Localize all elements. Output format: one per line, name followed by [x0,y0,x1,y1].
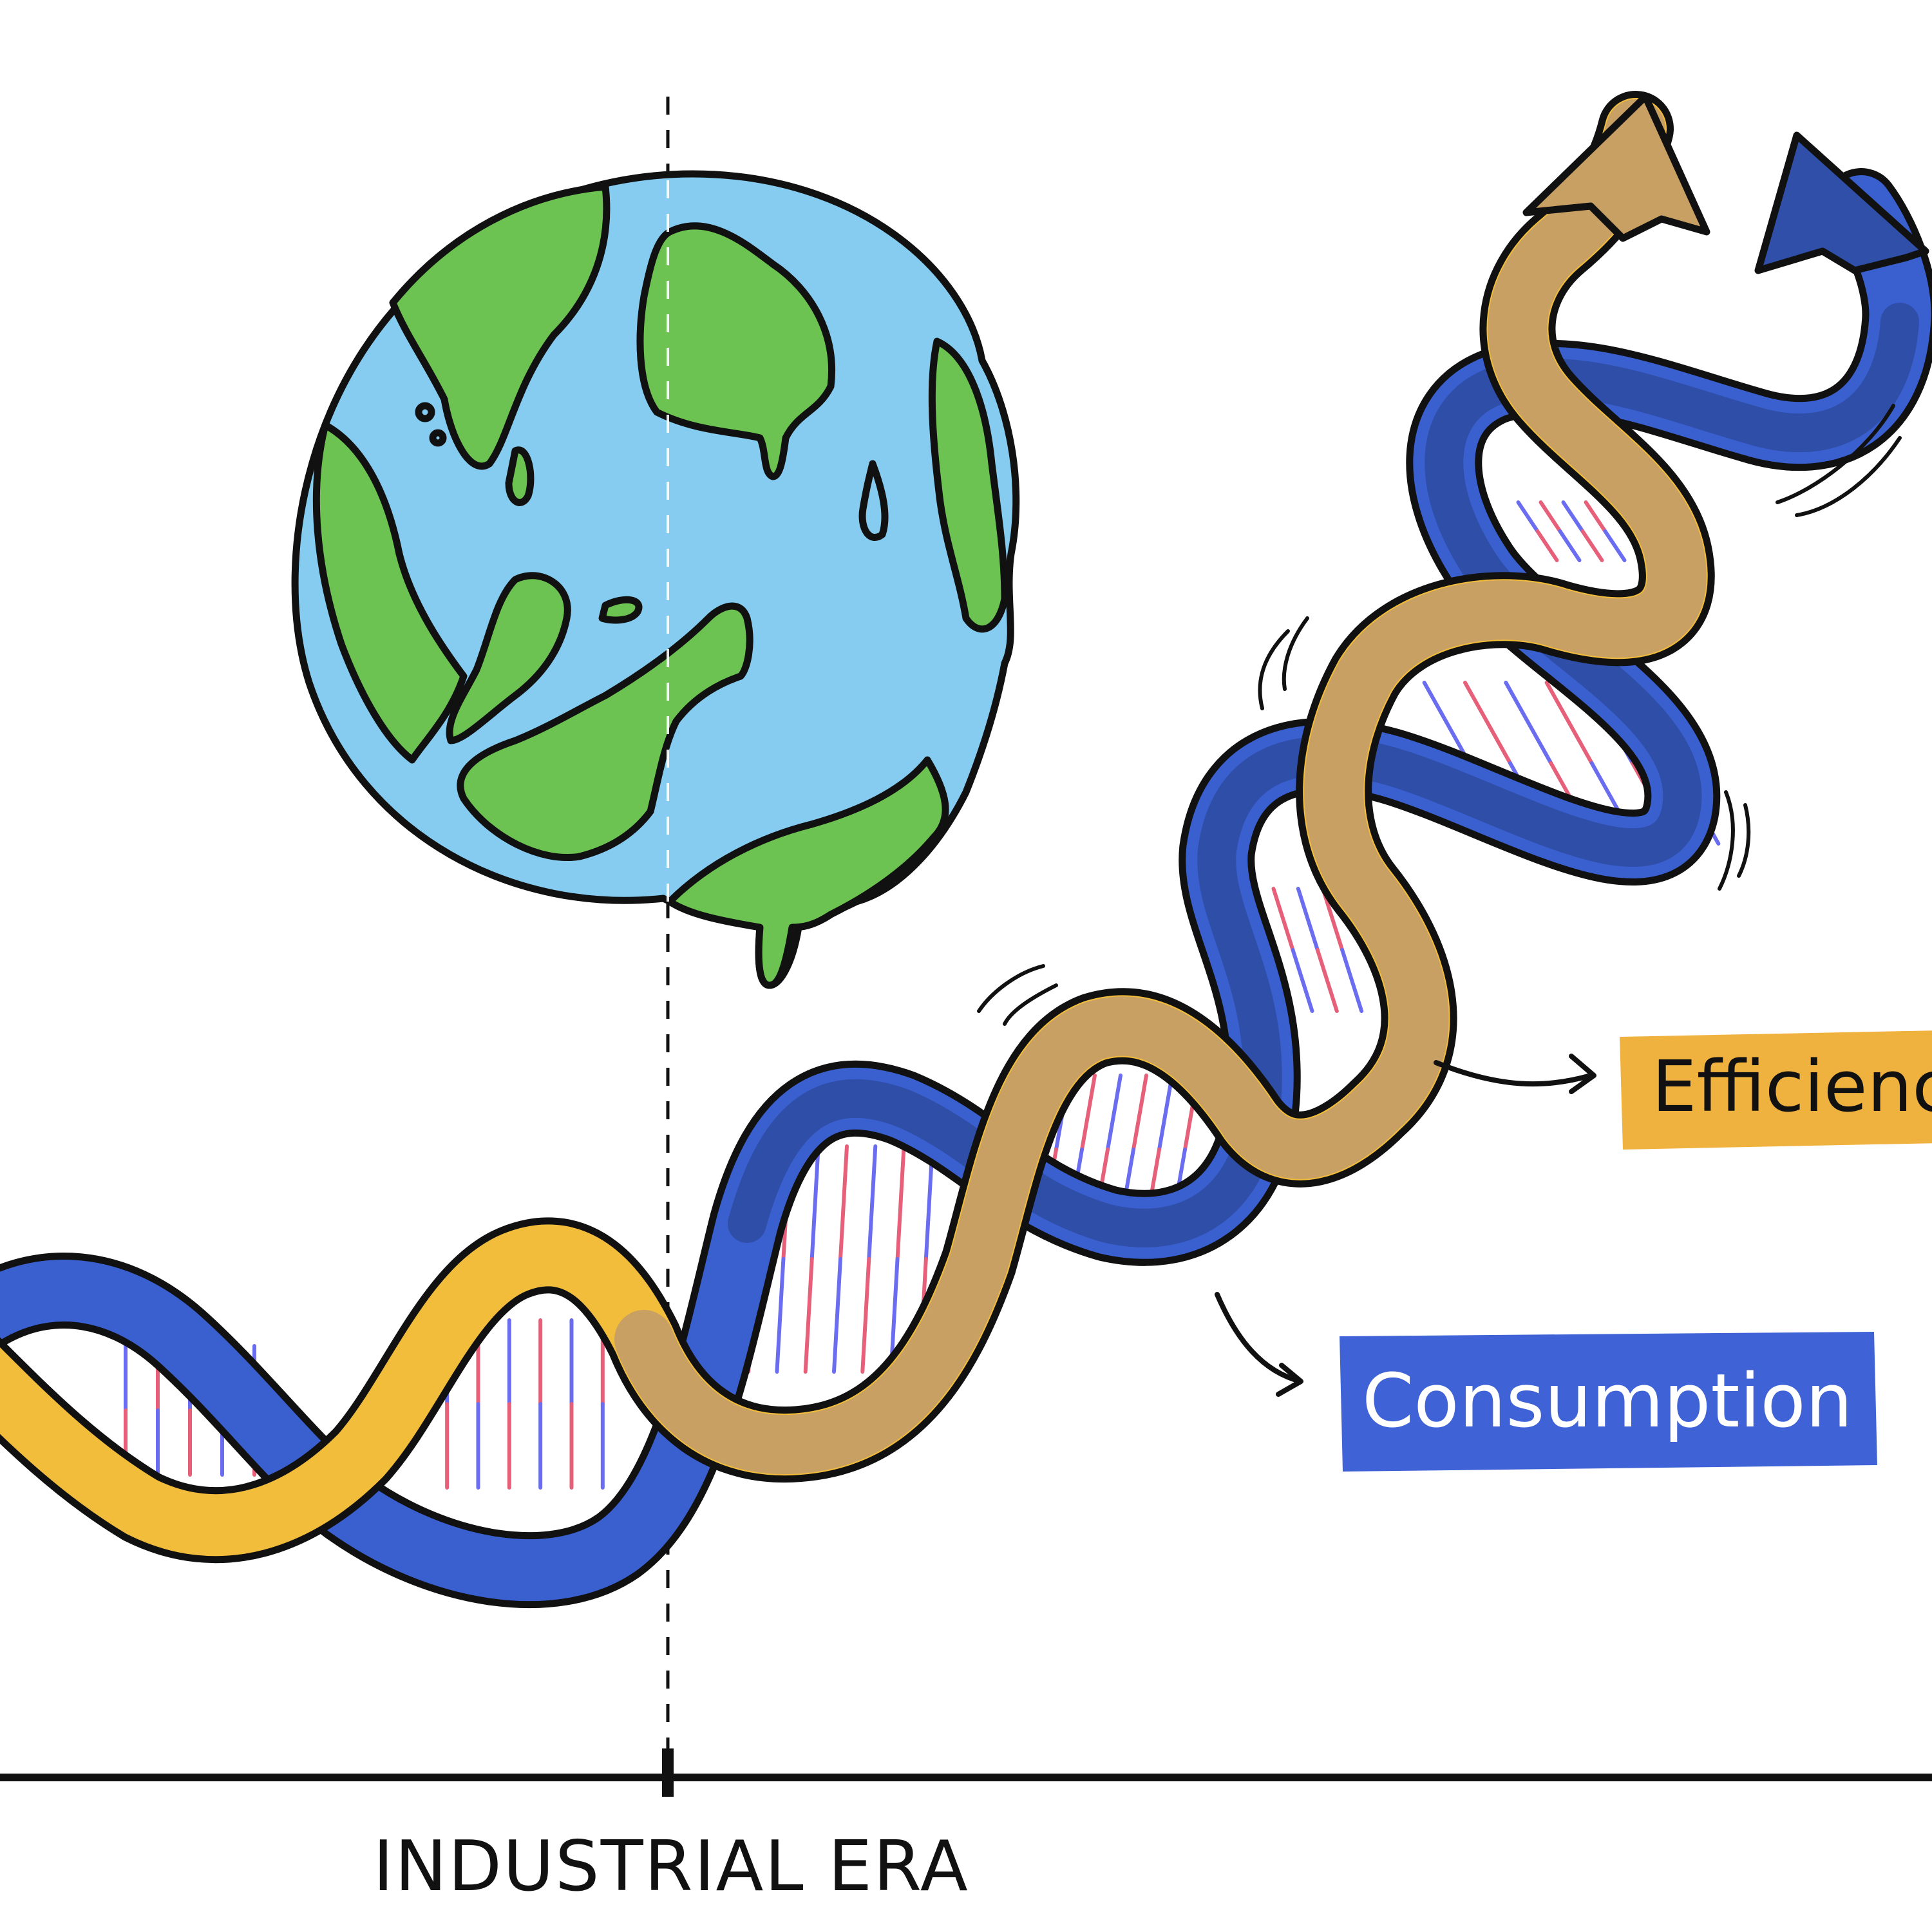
helix-rung [867,1144,878,1261]
helix-rung [1561,500,1585,533]
helix-rung [1544,681,1594,765]
arrow-up-icon [1522,93,1710,242]
helix-rung [860,1257,871,1374]
motion-lines [977,404,1902,1026]
efficiency-tag: Efficiency [1620,1030,1932,1150]
helix-rung [1580,529,1604,562]
helix-rung [1106,1074,1122,1151]
helix-rung [1535,529,1559,562]
helix-rung [1504,681,1553,765]
helix-rung [1080,1074,1097,1151]
efficiency-label: Efficiency [1652,1045,1932,1128]
helix-rung [1271,887,1295,952]
helix-rung [1157,1074,1174,1151]
helix-rung [1315,948,1339,1013]
arrow-curved-icon [1754,131,1929,274]
helix-rung [838,1144,849,1261]
consumption-label: Consumption [1362,1358,1853,1444]
helix-rung [1132,1074,1148,1151]
melting-earth-icon [291,170,1020,989]
consumption-tag: Consumption [1340,1332,1877,1472]
helix-rung [1291,948,1314,1013]
helix-rung [1340,948,1364,1013]
helix-rung [775,1257,786,1374]
helix-rung [1584,500,1607,533]
helix-rung [1539,500,1562,533]
helix-rung [1516,500,1540,533]
helix-rung [832,1257,842,1374]
efficiency-pointer-arrow [1434,1054,1596,1094]
helix-rung [810,1144,820,1261]
helix-rung [1558,529,1582,562]
helix-rung [1463,681,1512,765]
helix-rung [803,1257,814,1374]
helix-rung [1422,681,1472,765]
helix-rung [1296,887,1320,952]
industrial-era-label: INDUSTRIAL ERA [373,1826,969,1907]
helix-rung [895,1144,906,1261]
consumption-pointer-arrow [1215,1292,1303,1397]
helix-rung [1603,529,1627,562]
